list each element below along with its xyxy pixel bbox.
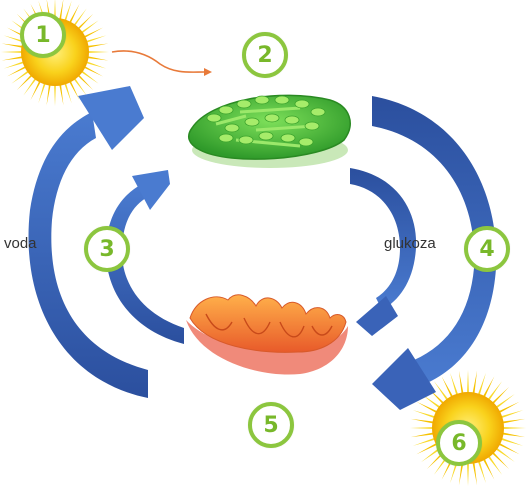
water-label: voda [4, 235, 37, 252]
chloroplast-icon [187, 94, 351, 168]
step-6-badge: 6 [436, 420, 482, 466]
step-2-badge: 2 [242, 32, 288, 78]
step-5-badge: 5 [248, 402, 294, 448]
step-3-badge: 3 [84, 226, 130, 272]
glucose-label: glukoza [384, 235, 436, 252]
inner-right-arrow [350, 168, 417, 336]
mitochondrion-icon [186, 294, 348, 375]
inner-left-arrow [106, 170, 184, 344]
light-ray-arrow [111, 50, 212, 76]
step-1-badge: 1 [20, 12, 66, 58]
outer-right-arrow [372, 96, 497, 410]
outer-left-arrow [28, 86, 148, 398]
step-4-badge: 4 [464, 226, 510, 272]
